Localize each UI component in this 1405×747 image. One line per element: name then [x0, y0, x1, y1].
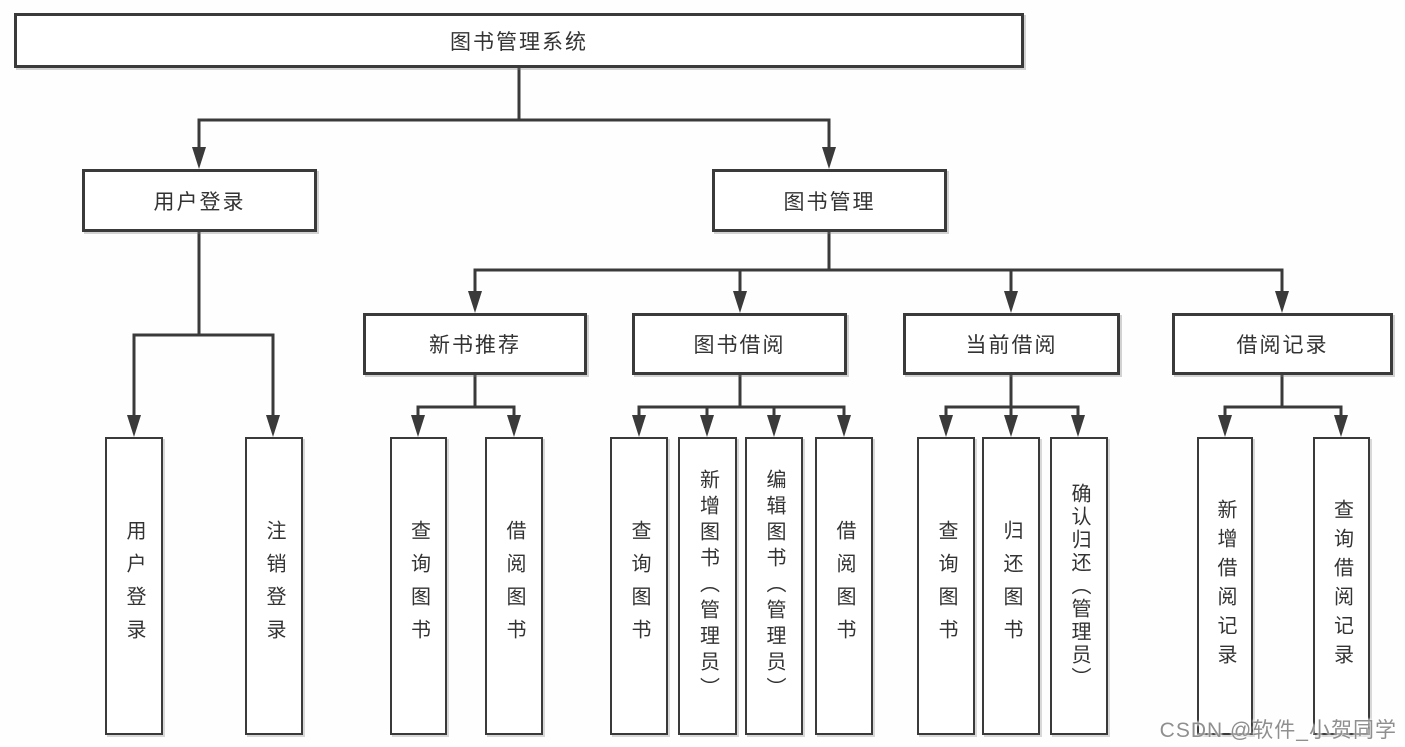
leaf-edit-books-admin: 编辑图书（管理员）	[745, 437, 803, 735]
node-label: 图书借阅	[693, 334, 786, 357]
leaf-logout-login: 注销登录	[245, 437, 303, 735]
node-book-management: 图书管理	[712, 169, 947, 232]
leaf-confirm-return-admin: 确认归还（管理员）	[1050, 437, 1108, 735]
leaf-label: 用户登录	[123, 520, 145, 652]
arrowhead	[700, 415, 714, 437]
node-new-book-recommendation: 新书推荐	[363, 313, 587, 375]
leaf-borrow-books-recommend: 借阅图书	[485, 437, 543, 735]
arrowhead	[939, 415, 953, 437]
node-borrowing-records: 借阅记录	[1172, 313, 1393, 375]
root-node-book-management-system: 图书管理系统	[14, 13, 1024, 68]
arrowhead	[266, 415, 280, 437]
arrowhead	[1334, 415, 1348, 437]
arrowhead	[507, 415, 521, 437]
leaf-add-books-admin: 新增图书（管理员）	[678, 437, 737, 735]
node-label: 借阅记录	[1236, 334, 1329, 357]
leaf-label: 查询图书	[935, 520, 957, 652]
leaf-return-books: 归还图书	[982, 437, 1040, 735]
leaf-label: 新增借阅记录	[1214, 499, 1236, 673]
leaf-label: 归还图书	[1000, 520, 1022, 652]
arrowhead	[127, 415, 141, 437]
root-node-label: 图书管理系统	[450, 30, 588, 54]
leaf-label: 查询借阅记录	[1330, 499, 1353, 673]
node-label: 图书管理	[783, 190, 876, 214]
node-user-login: 用户登录	[82, 169, 317, 232]
leaf-query-borrow-record: 查询借阅记录	[1313, 437, 1370, 735]
arrowhead	[733, 291, 747, 313]
arrowhead	[1275, 291, 1289, 313]
arrowhead	[1218, 415, 1232, 437]
arrowhead	[632, 415, 646, 437]
arrowhead	[411, 415, 425, 437]
leaf-borrow-books: 借阅图书	[815, 437, 873, 735]
leaf-label: 查询图书	[407, 520, 430, 652]
leaf-label: 注销登录	[263, 520, 285, 652]
node-current-borrowing: 当前借阅	[903, 313, 1120, 375]
arrowhead	[192, 147, 206, 169]
leaf-label: 新增图书（管理员）	[696, 469, 719, 703]
node-label: 当前借阅	[965, 334, 1058, 357]
node-label: 用户登录	[153, 190, 246, 214]
leaf-query-books-current: 查询图书	[917, 437, 975, 735]
arrowhead	[1004, 415, 1018, 437]
leaf-label: 查询图书	[628, 520, 650, 652]
leaf-label: 借阅图书	[833, 520, 855, 652]
arrowhead	[1071, 415, 1085, 437]
node-book-borrowing: 图书借阅	[632, 313, 847, 375]
node-label: 新书推荐	[429, 334, 521, 357]
leaf-query-books-recommend: 查询图书	[390, 437, 447, 735]
arrowhead	[822, 147, 836, 169]
leaf-user-login: 用户登录	[105, 437, 163, 735]
arrowhead	[837, 415, 851, 437]
arrowhead	[468, 291, 482, 313]
csdn-watermark: CSDN @软件_小贺同学	[1159, 719, 1397, 742]
leaf-label: 借阅图书	[503, 520, 525, 652]
leaf-label: 编辑图书（管理员）	[763, 469, 785, 703]
arrowhead	[767, 415, 781, 437]
leaf-add-borrow-record: 新增借阅记录	[1197, 437, 1253, 735]
leaf-query-books-borrow: 查询图书	[610, 437, 668, 735]
leaf-label: 确认归还（管理员）	[1068, 482, 1090, 690]
arrowhead	[1004, 291, 1018, 313]
